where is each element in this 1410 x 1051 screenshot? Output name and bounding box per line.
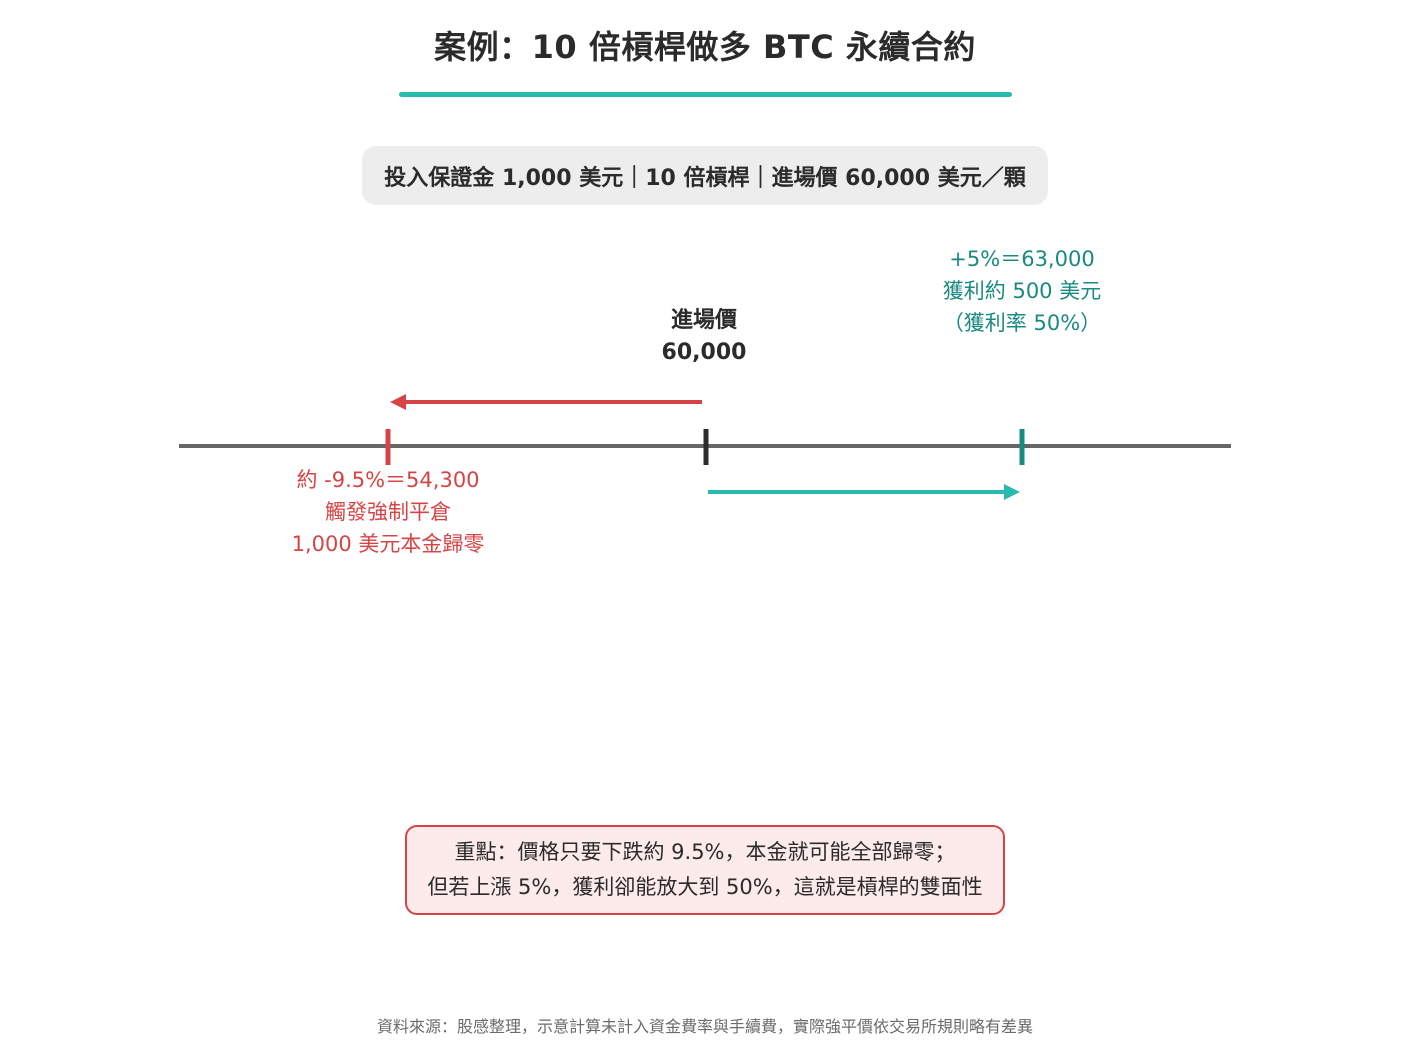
source-note: 資料來源：股感整理，示意計算未計入資金費率與手續費，實際強平價依交易所規則略有差… [376, 1017, 1033, 1036]
info-box: 投入保證金 1,000 美元｜10 倍槓桿｜進場價 60,000 美元／顆 [362, 146, 1048, 205]
loss-label: 約 -9.5%＝54,300 觸發強制平倉 1,000 美元本金歸零 [258, 464, 518, 560]
profit-label-line1: +5%＝63,000 [949, 247, 1095, 271]
entry-label-line1: 進場價 [670, 308, 737, 333]
title-underline [399, 92, 1012, 97]
key-point-box: 重點：價格只要下跌約 9.5%，本金就可能全部歸零； 但若上漲 5%，獲利卻能放… [405, 825, 1005, 915]
profit-label-line3: （獲利率 50%） [942, 311, 1102, 335]
loss-label-line1: 約 -9.5%＝54,300 [296, 468, 480, 492]
loss-label-line2: 觸發強制平倉 [325, 500, 451, 524]
page-title: 案例：10 倍槓桿做多 BTC 永續合約 [434, 28, 976, 66]
entry-label: 進場價 60,000 [604, 305, 804, 369]
key-point-line2: 但若上漲 5%，獲利卻能放大到 50%，這就是槓桿的雙面性 [427, 875, 983, 899]
key-point-line1: 重點：價格只要下跌約 9.5%，本金就可能全部歸零； [454, 840, 956, 864]
profit-label-line2: 獲利約 500 美元 [942, 279, 1102, 303]
loss-label-line3: 1,000 美元本金歸零 [291, 532, 485, 556]
profit-label: +5%＝63,000 獲利約 500 美元 （獲利率 50%） [902, 243, 1142, 339]
info-text: 投入保證金 1,000 美元｜10 倍槓桿｜進場價 60,000 美元／顆 [384, 165, 1026, 191]
entry-label-line2: 60,000 [661, 340, 747, 365]
